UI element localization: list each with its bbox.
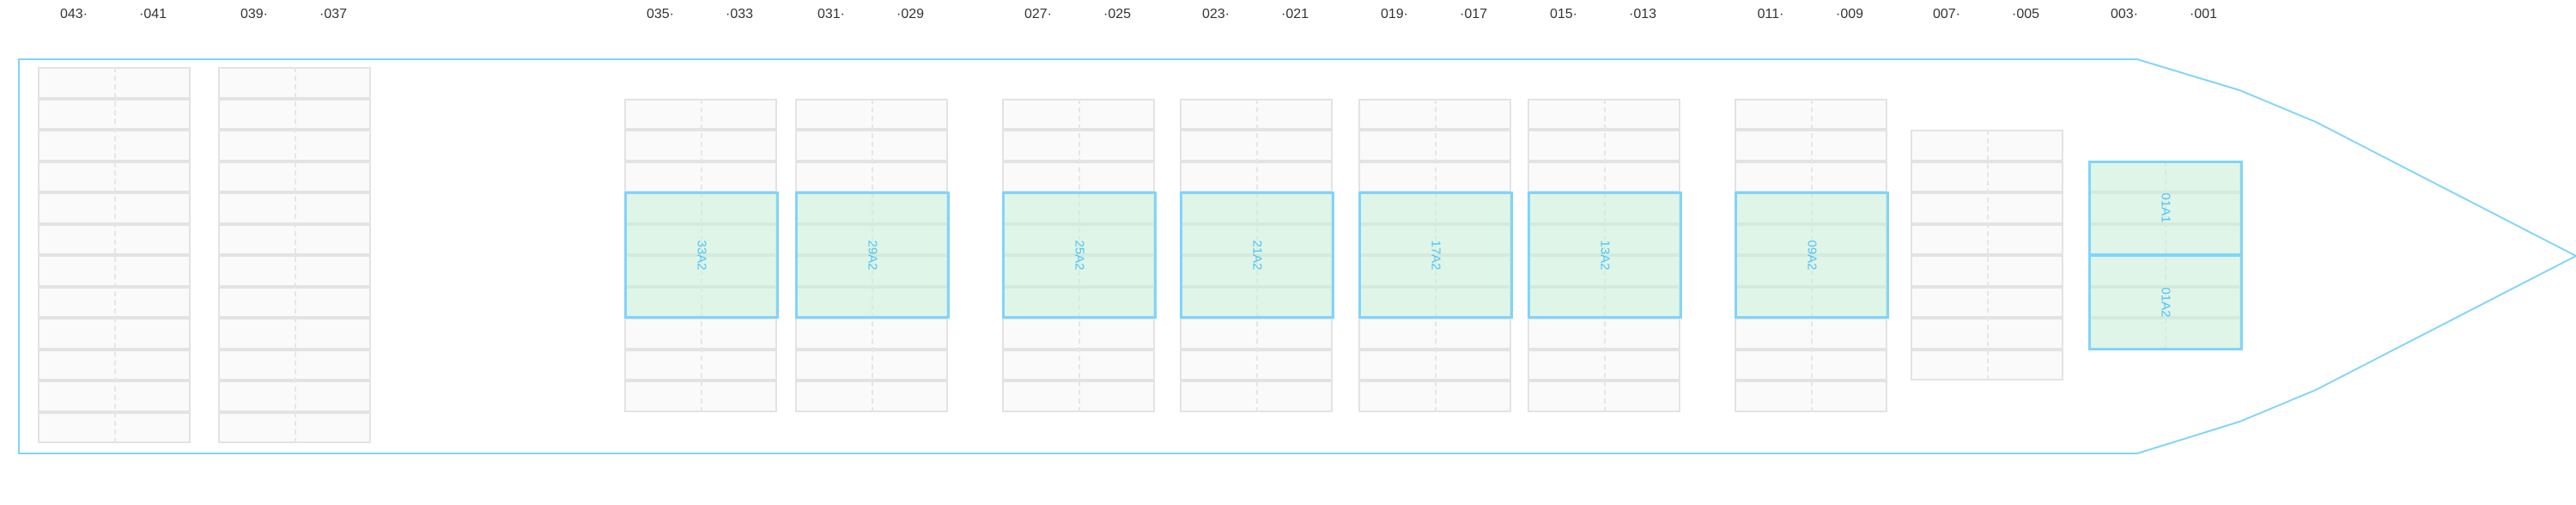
container-block[interactable]: 33A2 [624,192,779,319]
container-block-label: 09A2 [1804,240,1820,271]
bay-center-divider [114,67,116,443]
bay-section: 29A2 [795,98,950,412]
bay-section: 33A2 [624,98,779,412]
container-block-label: 17A2 [1428,240,1443,271]
container-block-label: 21A2 [1249,240,1265,271]
bay-number-label: ·005 [2011,7,2040,21]
bay-number-label: 027· [1024,7,1053,21]
container-block[interactable]: 29A2 [795,192,950,319]
bay-section [38,67,191,443]
bay-number-label: ·025 [1103,7,1132,21]
bay-number-label: 003· [2110,7,2139,21]
bay-number-label: 007· [1932,7,1961,21]
bay-number-label: ·017 [1459,7,1488,21]
bay-section [218,67,371,443]
bay-number-label: 015· [1549,7,1578,21]
bay-center-divider [295,67,296,443]
container-block[interactable]: 01A1 [2088,160,2243,256]
bay-number-label: 031· [817,7,846,21]
bay-number-label: 039· [240,7,269,21]
bay-number-label: 043· [59,7,88,21]
bay-number-label: ·013 [1628,7,1657,21]
bay-section: 01A1 01A2 [2088,160,2243,350]
bay-section: 25A2 [1002,98,1157,412]
container-block-label: 01A1 [2158,192,2173,223]
container-block-label: 01A2 [2158,287,2173,318]
bay-number-label: ·021 [1280,7,1309,21]
bay-section: 17A2 [1358,98,1513,412]
container-block-label: 33A2 [694,240,709,271]
bay-number-label: 019· [1380,7,1409,21]
container-block-label: 13A2 [1597,240,1613,271]
bay-number-label: ·033 [725,7,754,21]
bay-number-label: ·001 [2189,7,2218,21]
bay-number-label: 023· [1201,7,1230,21]
container-block[interactable]: 01A2 [2088,254,2243,350]
container-block[interactable]: 25A2 [1002,192,1157,319]
bay-section: 09A2 [1735,98,1889,412]
container-block[interactable]: 13A2 [1528,192,1682,319]
bay-section: 13A2 [1528,98,1682,412]
bay-center-divider [1987,130,1989,380]
bay-number-label: 035· [646,7,675,21]
bay-section [1911,130,2063,380]
bay-number-label: ·037 [319,7,348,21]
bay-number-label: 011· [1757,7,1784,21]
container-block[interactable]: 21A2 [1180,192,1334,319]
bay-number-label: ·009 [1835,7,1864,21]
bay-number-label: ·041 [138,7,167,21]
container-block[interactable]: 09A2 [1735,192,1889,319]
container-block-label: 29A2 [865,240,880,271]
container-block-label: 25A2 [1072,240,1087,271]
hull-polygon [18,58,2576,454]
bay-section: 21A2 [1180,98,1334,412]
container-block[interactable]: 17A2 [1358,192,1513,319]
bay-number-label: ·029 [896,7,925,21]
